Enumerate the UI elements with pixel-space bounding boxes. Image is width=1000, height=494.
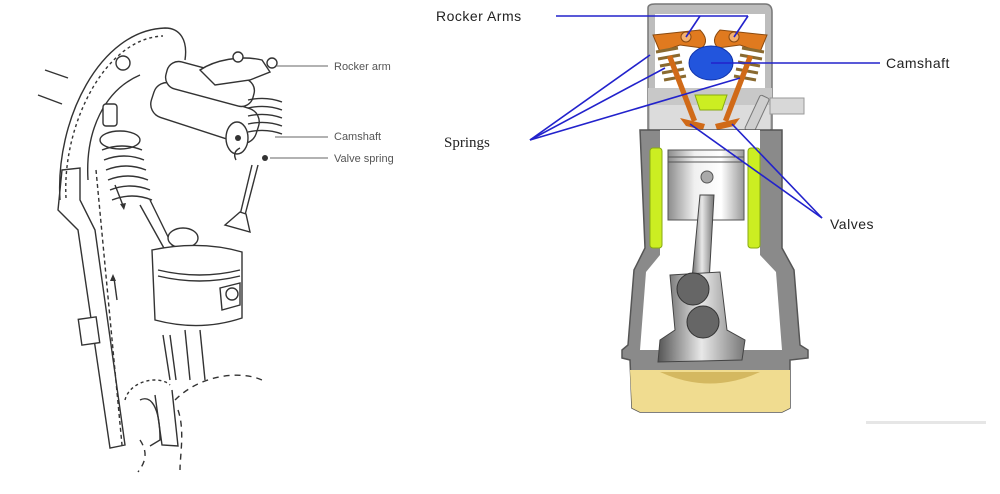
valve-spring-drawing	[247, 97, 283, 161]
oil-sump	[630, 370, 790, 412]
crankshaft	[657, 271, 746, 363]
valve	[667, 55, 705, 130]
cam-sprocket	[58, 27, 187, 201]
ohc-line-drawing-svg: Rocker arm Camshaft Valve spring	[37, 27, 394, 473]
engine-cross-section: Rocker Arms Camshaft Springs Valves	[420, 0, 1000, 494]
direction-arrow-icon	[114, 184, 126, 210]
rocker-arm-drawing	[198, 51, 278, 86]
ohc-line-drawing: Rocker arm Camshaft Valve spring	[0, 0, 440, 494]
valve-spring-drawing	[99, 103, 199, 251]
chain-line	[37, 94, 63, 105]
chain-line	[44, 69, 69, 79]
direction-arrow-icon	[110, 274, 118, 301]
label-springs: Springs	[444, 135, 490, 151]
oil-sump	[660, 372, 760, 384]
piston-drawing	[151, 244, 243, 327]
label-camshaft: Camshaft	[886, 55, 950, 71]
coolant-jacket	[747, 147, 761, 249]
valve	[715, 55, 753, 130]
springs-leader-lines	[529, 54, 741, 141]
coolant-jacket	[694, 94, 728, 111]
rocker-arms-leader-lines	[556, 15, 749, 38]
coolant-jacket	[649, 147, 663, 249]
crank-sprocket	[124, 374, 263, 473]
label-rocker-arm: Rocker arm	[334, 61, 391, 73]
label-rocker-arms: Rocker Arms	[436, 8, 522, 24]
watermark	[866, 421, 986, 424]
engine-cross-section-svg: Rocker Arms Camshaft Springs Valves	[436, 3, 986, 424]
label-valves: Valves	[830, 216, 874, 232]
chain-guide	[57, 167, 126, 449]
label-valve-spring: Valve spring	[334, 153, 394, 165]
valves-leader-lines	[689, 123, 823, 219]
valve-drawing	[223, 147, 259, 233]
camshaft-drawing	[150, 60, 260, 155]
connecting-rod-drawing	[162, 329, 206, 381]
label-camshaft: Camshaft	[334, 131, 381, 143]
